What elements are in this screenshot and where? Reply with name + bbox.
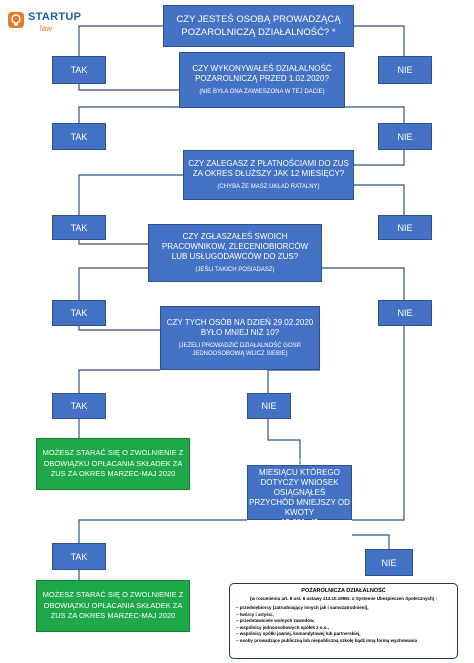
- definition-item: przedstawiciele wolnych zawodów,: [236, 618, 451, 625]
- question-2-box: CZY WYKONYWAŁEŚ DZIAŁALNOŚĆ POZAROLNICZĄ…: [179, 52, 345, 108]
- answer-no-label: NIE: [397, 131, 413, 142]
- question-4-box: CZY ZGŁASZAŁEŚ SWOICH PRACOWNIKOW, ZLECE…: [148, 224, 322, 282]
- result-exemption-1: MOŻESZ STARAĆ SIĘ O ZWOLNIENIE Z OBOWIĄZ…: [36, 438, 190, 490]
- question-6-box: CZY W PIERWSZYM MIESIĄCU KTÓREGO DOTYCZY…: [247, 458, 352, 527]
- question-6-text: CZY W PIERWSZYM MIESIĄCU KTÓREGO DOTYCZY…: [249, 457, 350, 527]
- question-4-note: (JEŚLI TAKICH POSIADASZ): [195, 267, 275, 273]
- answer-no-4: NIE: [378, 300, 432, 326]
- lightbulb-icon: [8, 12, 24, 28]
- answer-no-5: NIE: [247, 393, 291, 419]
- logo-title: STARTUP: [28, 11, 82, 23]
- question-2-text: CZY WYKONYWAŁEŚ DZIAŁALNOŚĆ POZAROLNICZĄ…: [192, 64, 332, 83]
- answer-no-1: NIE: [378, 56, 432, 84]
- question-4-text: CZY ZGŁASZAŁEŚ SWOICH PRACOWNIKOW, ZLECE…: [161, 232, 309, 261]
- answer-yes-label: TAK: [70, 308, 88, 318]
- definition-box: POZAROLNICZA DZIAŁALNOŚĆ (w rozumieniu a…: [229, 583, 458, 659]
- definition-item: twórcy i artyści,: [236, 612, 451, 619]
- result-exemption-2: MOŻESZ STARAĆ SIĘ O ZWOLNIENIE Z OBOWIĄZ…: [36, 580, 190, 632]
- question-1-box: CZY JESTEŚ OSOBĄ PROWADZĄCĄ POZAROLNICZĄ…: [163, 5, 354, 47]
- answer-no-2: NIE: [378, 123, 432, 150]
- answer-no-label: NIE: [261, 401, 277, 411]
- definition-subtitle: (w rozumieniu art. 8 ust. 6 ustawy z13.1…: [249, 596, 438, 601]
- answer-yes-1: TAK: [52, 56, 106, 84]
- answer-yes-3: TAK: [52, 215, 106, 240]
- result-text: MOŻESZ STARAĆ SIĘ O ZWOLNIENIE Z OBOWIĄZ…: [42, 448, 184, 479]
- question-3-box: CZY ZALEGASZ Z PŁATNOŚCIAMI DO ZUS ZA OK…: [183, 150, 354, 200]
- question-3-text: CZY ZALEGASZ Z PŁATNOŚCIAMI DO ZUS ZA OK…: [188, 159, 349, 178]
- logo-subtitle: law: [40, 24, 53, 33]
- answer-no-label: NIE: [397, 65, 413, 75]
- definition-item: wspólnicy spółki jawnej, komandytowej lu…: [236, 631, 451, 638]
- answer-yes-2: TAK: [52, 123, 106, 150]
- answer-no-6: NIE: [365, 549, 413, 576]
- answer-no-3: NIE: [378, 215, 432, 240]
- answer-yes-label: TAK: [70, 401, 88, 411]
- result-text: MOŻESZ STARAĆ SIĘ O ZWOLNIENIE Z OBOWIĄZ…: [42, 590, 184, 621]
- answer-yes-5: TAK: [52, 393, 106, 419]
- definition-item: osoby prowadzące publiczną lub niepublic…: [236, 638, 451, 645]
- definition-item: wspólnicy jednoosobowych spółek z o.o.,: [236, 625, 451, 632]
- answer-yes-label: TAK: [70, 65, 88, 75]
- definition-title: POZAROLNICZA DZIAŁALNOŚĆ: [301, 588, 386, 594]
- definition-item: przedsiębiorcy (zatrudniający innych jak…: [236, 605, 451, 612]
- question-5-box: CZY TYCH OSÓB NA DZIEŃ 29.02.2020 BYŁO M…: [160, 306, 320, 370]
- question-3-note: (CHYBA ŻE MASZ UKŁAD RATALNY): [217, 184, 320, 190]
- answer-yes-4: TAK: [52, 300, 106, 326]
- answer-yes-6: TAK: [52, 543, 106, 570]
- definition-list: przedsiębiorcy (zatrudniający innych jak…: [236, 605, 451, 645]
- answer-no-label: NIE: [397, 222, 413, 233]
- startup-law-logo: STARTUP law: [6, 10, 86, 42]
- question-2-note: (NIE BYŁA ONA ZAWIESZONA W TEJ DACIE): [199, 89, 325, 95]
- answer-no-label: NIE: [381, 557, 397, 568]
- answer-yes-label: TAK: [70, 222, 88, 233]
- question-1-text: CZY JESTEŚ OSOBĄ PROWADZĄCĄ POZAROLNICZĄ…: [176, 14, 341, 38]
- answer-yes-label: TAK: [70, 551, 88, 562]
- question-5-note: (JEŻELI PROWADZIĆ DZIAŁALNOŚĆ GOSP. JEDN…: [178, 343, 302, 357]
- answer-yes-label: TAK: [70, 131, 88, 142]
- question-5-text: CZY TYCH OSÓB NA DZIEŃ 29.02.2020 BYŁO M…: [166, 318, 314, 337]
- answer-no-label: NIE: [397, 308, 413, 318]
